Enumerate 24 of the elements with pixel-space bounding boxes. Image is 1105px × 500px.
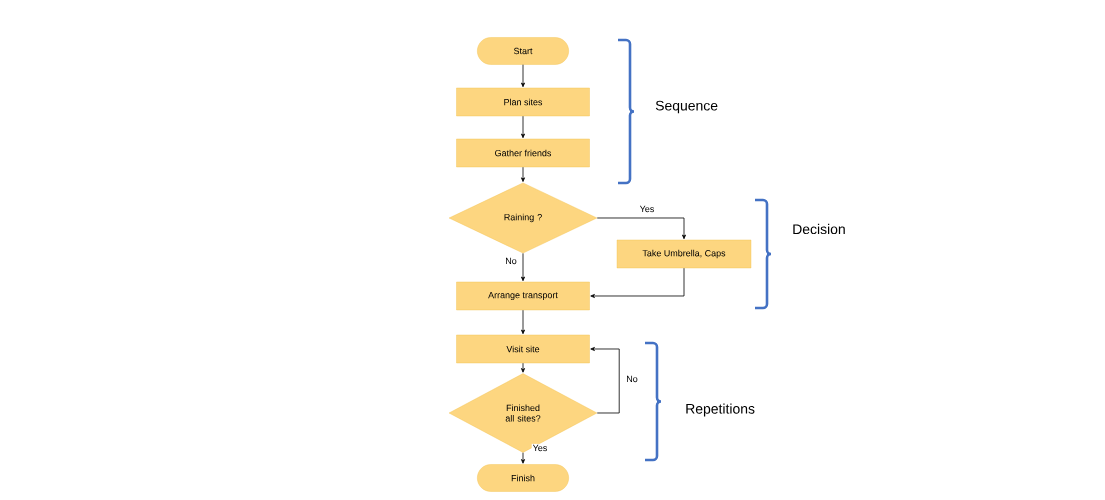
process-box: Take Umbrella, Caps	[616, 239, 752, 269]
edge-label: No	[625, 374, 639, 384]
arrow	[521, 115, 525, 139]
arrow	[590, 347, 620, 414]
arrow	[590, 267, 685, 298]
arrow	[521, 452, 525, 464]
arrow	[521, 166, 525, 182]
section-label: Decision	[793, 223, 845, 235]
edge-label: Yes	[638, 204, 656, 214]
terminal-box: Start	[477, 37, 569, 65]
process-box: Arrange transport	[456, 281, 590, 311]
section-label: Repetitions	[686, 403, 755, 417]
edge-label: No	[504, 256, 518, 266]
process-box: Visit site	[456, 334, 590, 364]
section-label: Sequence	[655, 100, 718, 114]
process-box: Plan sites	[456, 87, 590, 117]
edge-label: Yes	[531, 443, 549, 453]
arrow	[521, 362, 525, 373]
terminal-box: Finish	[477, 464, 569, 492]
arrow	[521, 309, 525, 335]
arrow	[596, 217, 686, 240]
process-box: Gather friends	[456, 138, 590, 168]
arrow	[521, 64, 525, 88]
arrow	[521, 252, 525, 282]
